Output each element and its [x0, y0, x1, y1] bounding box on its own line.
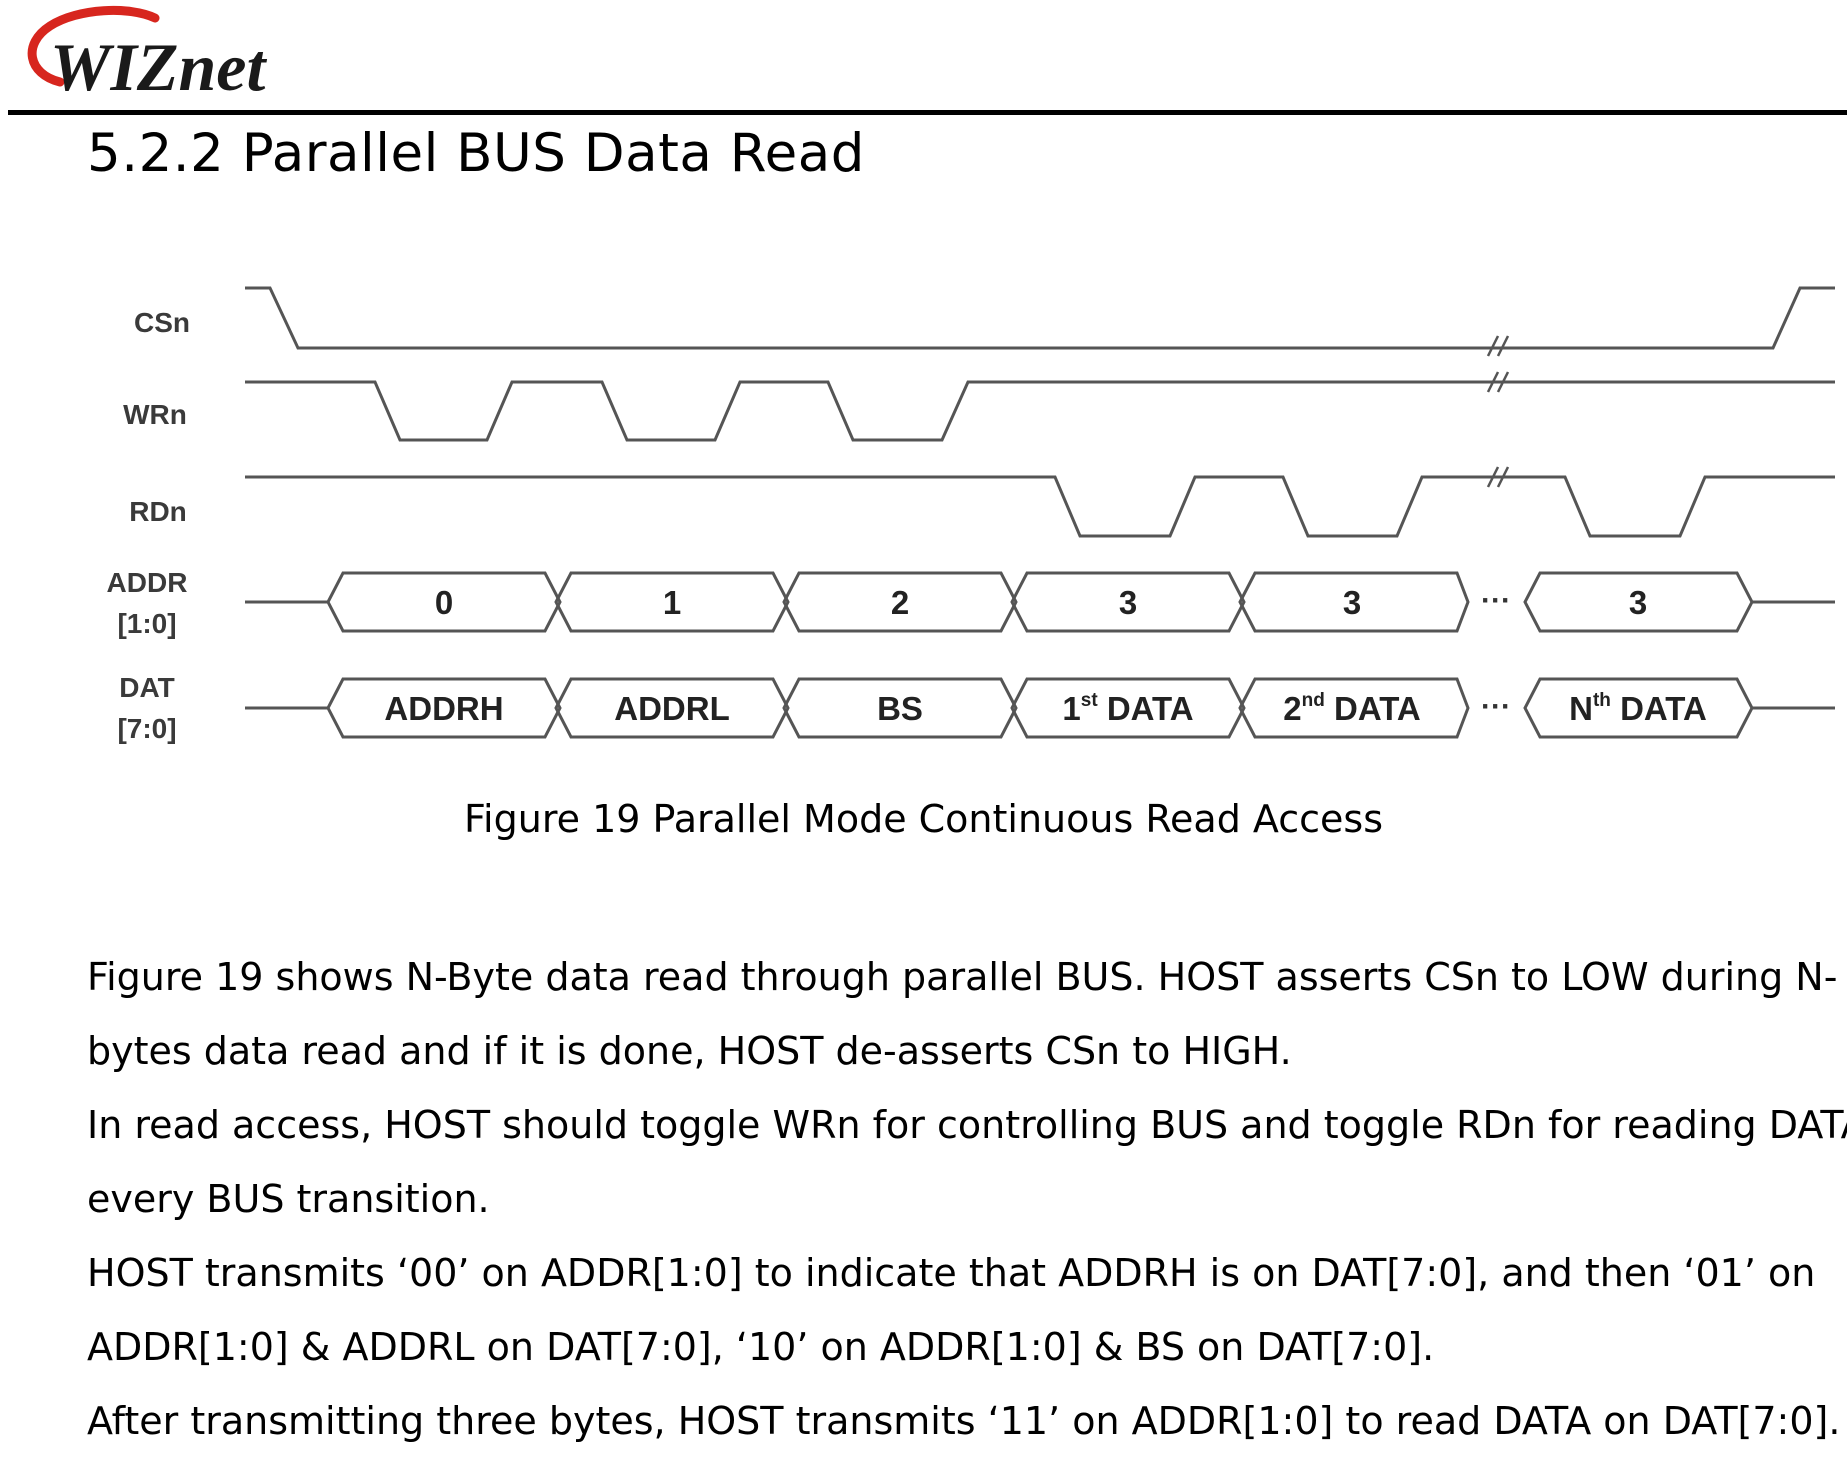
waveform-addr — [245, 571, 1835, 633]
dat-value-addrh: ADDRH — [384, 690, 503, 727]
signal-label-dat: DAT — [119, 672, 174, 703]
dat-value-addrl: ADDRL — [614, 690, 729, 727]
logo-swoosh — [27, 6, 160, 87]
dat-value-2nd-data: 2nd DATA — [1283, 690, 1421, 727]
paragraph-line: every BUS transition. — [87, 1177, 490, 1221]
dat-value-1st-data: 1st DATA — [1062, 690, 1193, 727]
wiznet-logo: WIZnet — [27, 6, 267, 104]
header-rule — [8, 110, 1847, 115]
signal-label-rdn: RDn — [129, 496, 187, 527]
paragraph-line: HOST transmits ‘00’ on ADDR[1:0] to indi… — [87, 1251, 1816, 1295]
waveform-dat — [245, 677, 1835, 739]
section-title: 5.2.2 Parallel BUS Data Read — [87, 123, 865, 184]
signal-label-addr-range: [1:0] — [117, 608, 176, 639]
body-text: Figure 19 shows N-Byte data read through… — [87, 940, 1847, 1458]
timing-diagram: CSn WRn RDn ADDR [1:0] DAT [7:0] 0 1 2 3… — [107, 286, 1835, 744]
figure-caption: Figure 19 Parallel Mode Continuous Read … — [463, 797, 1384, 841]
paragraph-line: bytes data read and if it is done, HOST … — [87, 1029, 1292, 1073]
dat-ellipsis: ··· — [1481, 690, 1511, 723]
paragraph-line: In read access, HOST should toggle WRn f… — [87, 1103, 1847, 1147]
signal-label-csn: CSn — [134, 307, 190, 338]
paragraph-line: Figure 19 shows N-Byte data read through… — [87, 955, 1838, 999]
signal-label-wrn: WRn — [123, 399, 187, 430]
dat-value-bs: BS — [877, 690, 923, 727]
waveform-rdn — [245, 475, 1835, 538]
waveform-wrn — [245, 380, 1835, 442]
addr-ellipsis: ··· — [1481, 584, 1511, 617]
paragraph-line: ADDR[1:0] & ADDRL on DAT[7:0], ‘10’ on A… — [87, 1325, 1435, 1369]
addr-value: 3 — [1119, 584, 1137, 621]
dat-value-nth-data: Nth DATA — [1569, 690, 1707, 727]
waveform-csn — [245, 286, 1835, 350]
signal-label-addr: ADDR — [107, 567, 188, 598]
paragraph-line: After transmitting three bytes, HOST tra… — [87, 1399, 1841, 1443]
addr-value: 2 — [891, 584, 909, 621]
addr-value: 0 — [435, 584, 453, 621]
signal-label-dat-range: [7:0] — [117, 713, 176, 744]
addr-value: 3 — [1343, 584, 1361, 621]
addr-value: 3 — [1629, 584, 1647, 621]
addr-value: 1 — [663, 584, 681, 621]
break-marks — [1486, 335, 1510, 488]
logo-wordmark: WIZnet — [50, 29, 267, 104]
